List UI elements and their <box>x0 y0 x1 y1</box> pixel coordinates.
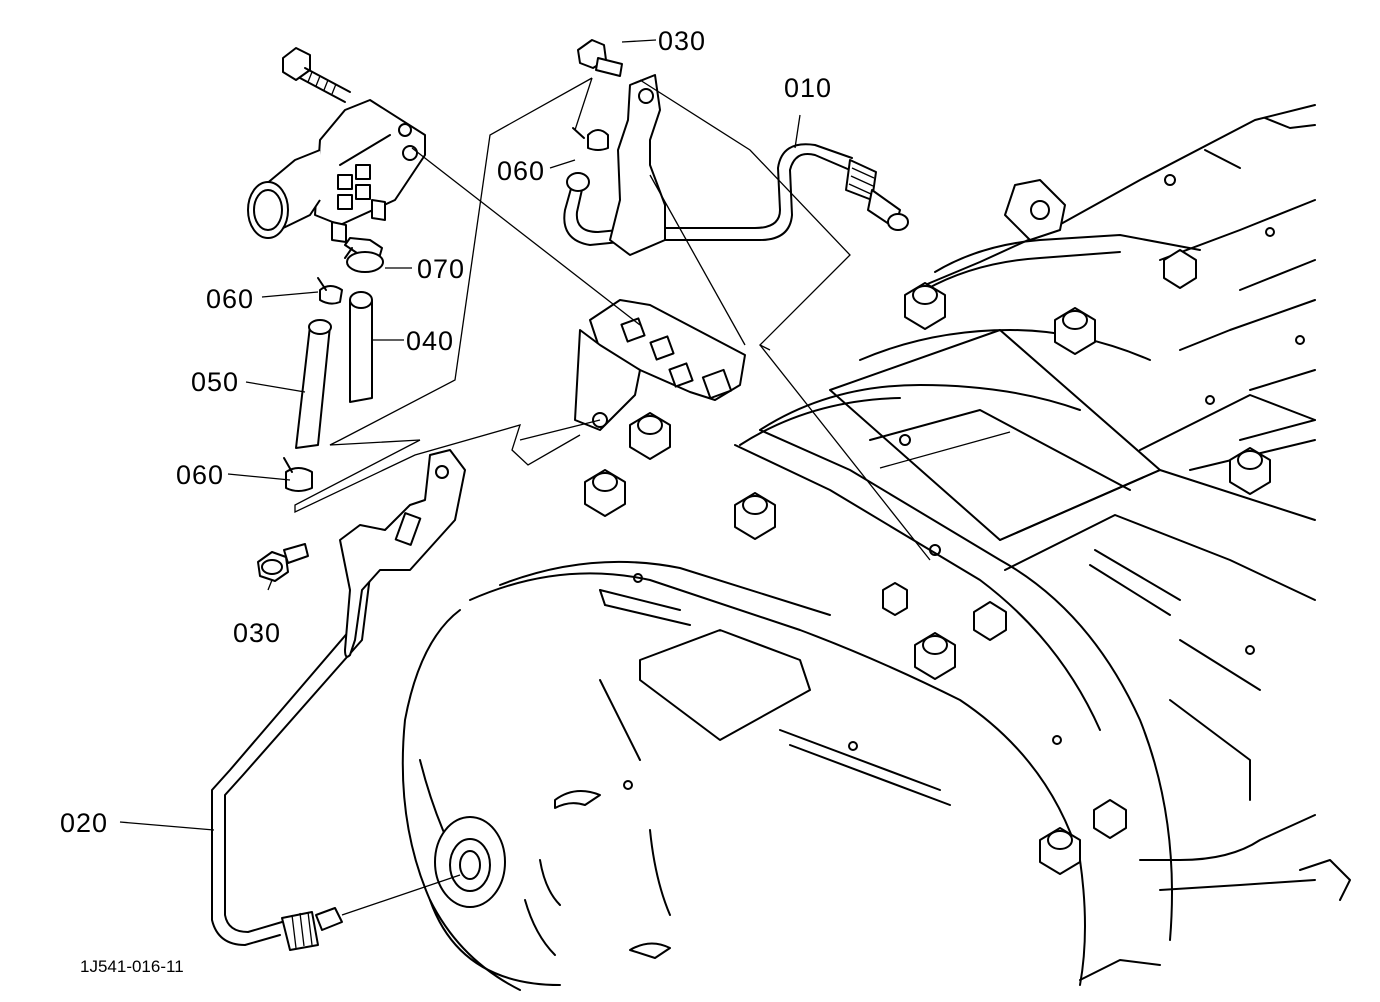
callout-060-mid: 060 <box>206 284 254 314</box>
upper-pipe-010 <box>563 39 909 256</box>
callout-030-bottom: 030 <box>233 618 281 648</box>
differential-pressure-sensor <box>247 47 426 243</box>
callout-labels: 010 020 030 030 040 050 060 060 060 070 … <box>60 26 832 976</box>
callout-030-top: 030 <box>658 26 706 56</box>
dpf-muffler-assembly <box>401 104 1351 991</box>
flange-nuts <box>584 249 1271 875</box>
callout-010: 010 <box>784 73 832 103</box>
hoses-and-clamps <box>283 237 384 492</box>
group-frame-lines <box>294 77 931 561</box>
callout-020: 020 <box>60 808 108 838</box>
drawing-code: 1J541-016-11 <box>80 957 184 976</box>
callout-060-bottom: 060 <box>176 460 224 490</box>
lower-pipe-020 <box>211 449 466 951</box>
callout-070: 070 <box>417 254 465 284</box>
leader-lines <box>119 39 801 916</box>
callout-040: 040 <box>406 326 454 356</box>
callout-050: 050 <box>191 367 239 397</box>
callout-060-top: 060 <box>497 156 545 186</box>
